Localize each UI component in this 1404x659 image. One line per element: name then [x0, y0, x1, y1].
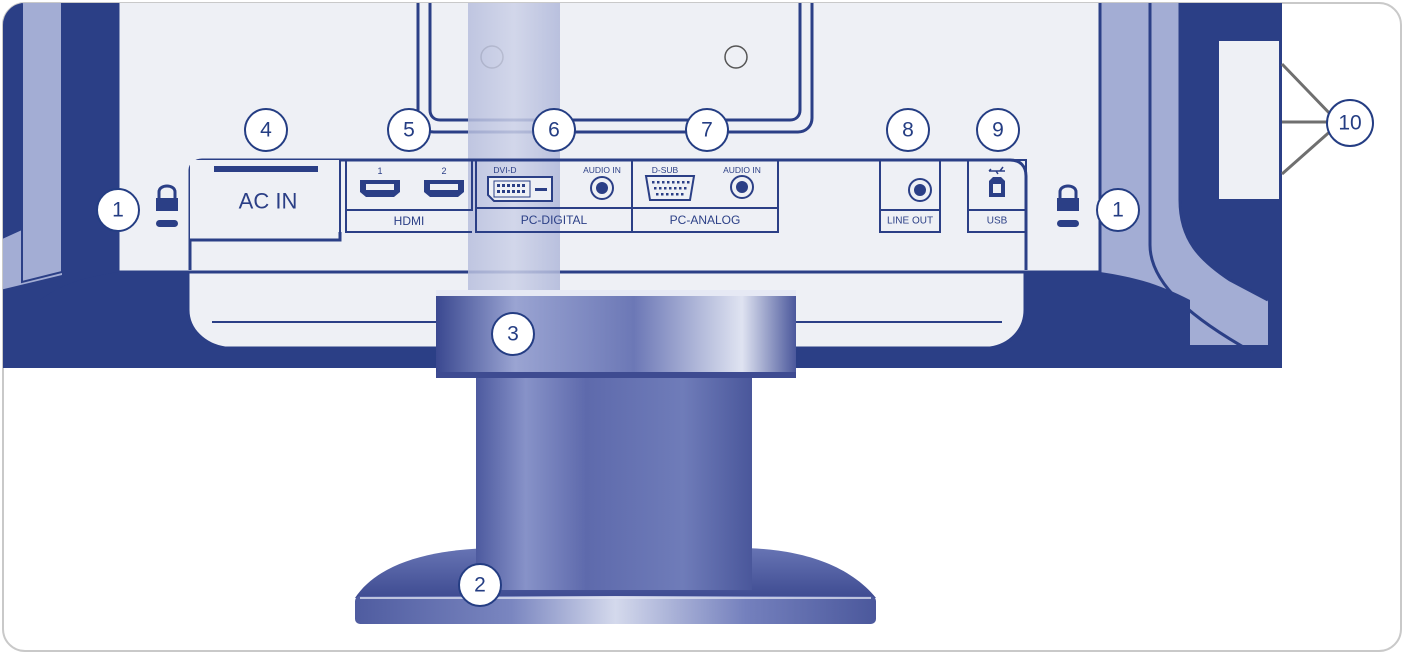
audio-in-digital-label: AUDIO IN [583, 165, 621, 175]
svg-text:6: 6 [548, 119, 560, 142]
svg-text:9: 9 [992, 119, 1004, 142]
stand-base [355, 540, 876, 624]
vga-port-icon [644, 175, 696, 201]
callout-kensington-left: 1 [96, 188, 140, 232]
callout-base: 2 [458, 563, 502, 607]
pc-digital-label: PC-DIGITAL [521, 213, 588, 227]
callout-line-out: 8 [886, 108, 930, 152]
hdmi-port-1-label: 1 [377, 166, 382, 176]
svg-text:4: 4 [260, 119, 272, 142]
usb-b-port-icon [989, 177, 1005, 197]
callout-hdmi: 5 [387, 108, 431, 152]
svg-text:5: 5 [403, 119, 415, 142]
d-sub-label: D-SUB [652, 165, 679, 175]
connector-panel: AC IN 1 2 HDMI DVI-D AUDIO IN PC-DIGITAL… [188, 158, 1028, 270]
audio-in-analog-label: AUDIO IN [723, 165, 761, 175]
dvi-d-label: DVI-D [493, 165, 516, 175]
pc-analog-label: PC-ANALOG [670, 213, 741, 227]
callout-stand-collar: 3 [491, 312, 535, 356]
audio-jack-icon [590, 175, 932, 202]
callout-usb: 9 [976, 108, 1020, 152]
callout-pc-digital: 6 [532, 108, 576, 152]
hdmi-label: HDMI [394, 214, 425, 228]
lock-icon [156, 184, 1079, 227]
svg-text:1: 1 [112, 199, 124, 222]
ac-in-socket [214, 166, 318, 172]
ac-in-label: AC IN [239, 189, 298, 214]
usb-box [967, 159, 1027, 233]
svg-text:8: 8 [902, 119, 914, 142]
dvi-port-icon [487, 176, 553, 202]
line-out-label: LINE OUT [887, 216, 933, 227]
line-out-box [879, 159, 941, 233]
hdmi-port-2-label: 2 [441, 166, 446, 176]
svg-text:10: 10 [1338, 112, 1361, 135]
callout-side-buttons: 10 [1326, 99, 1374, 147]
svg-text:1: 1 [1112, 199, 1124, 222]
usb-symbol-icon [988, 166, 1005, 175]
svg-text:3: 3 [507, 323, 519, 346]
side-button-leaders [1280, 62, 1336, 176]
svg-text:7: 7 [701, 119, 713, 142]
svg-text:2: 2 [474, 574, 486, 597]
usb-label: USB [987, 216, 1008, 227]
callout-ac-in: 4 [244, 108, 288, 152]
callout-pc-analog: 7 [685, 108, 729, 152]
hdmi-port-icon [360, 180, 464, 197]
ac-in-block [190, 160, 340, 240]
stand-collar [436, 290, 796, 378]
callout-kensington-right: 1 [1096, 188, 1140, 232]
